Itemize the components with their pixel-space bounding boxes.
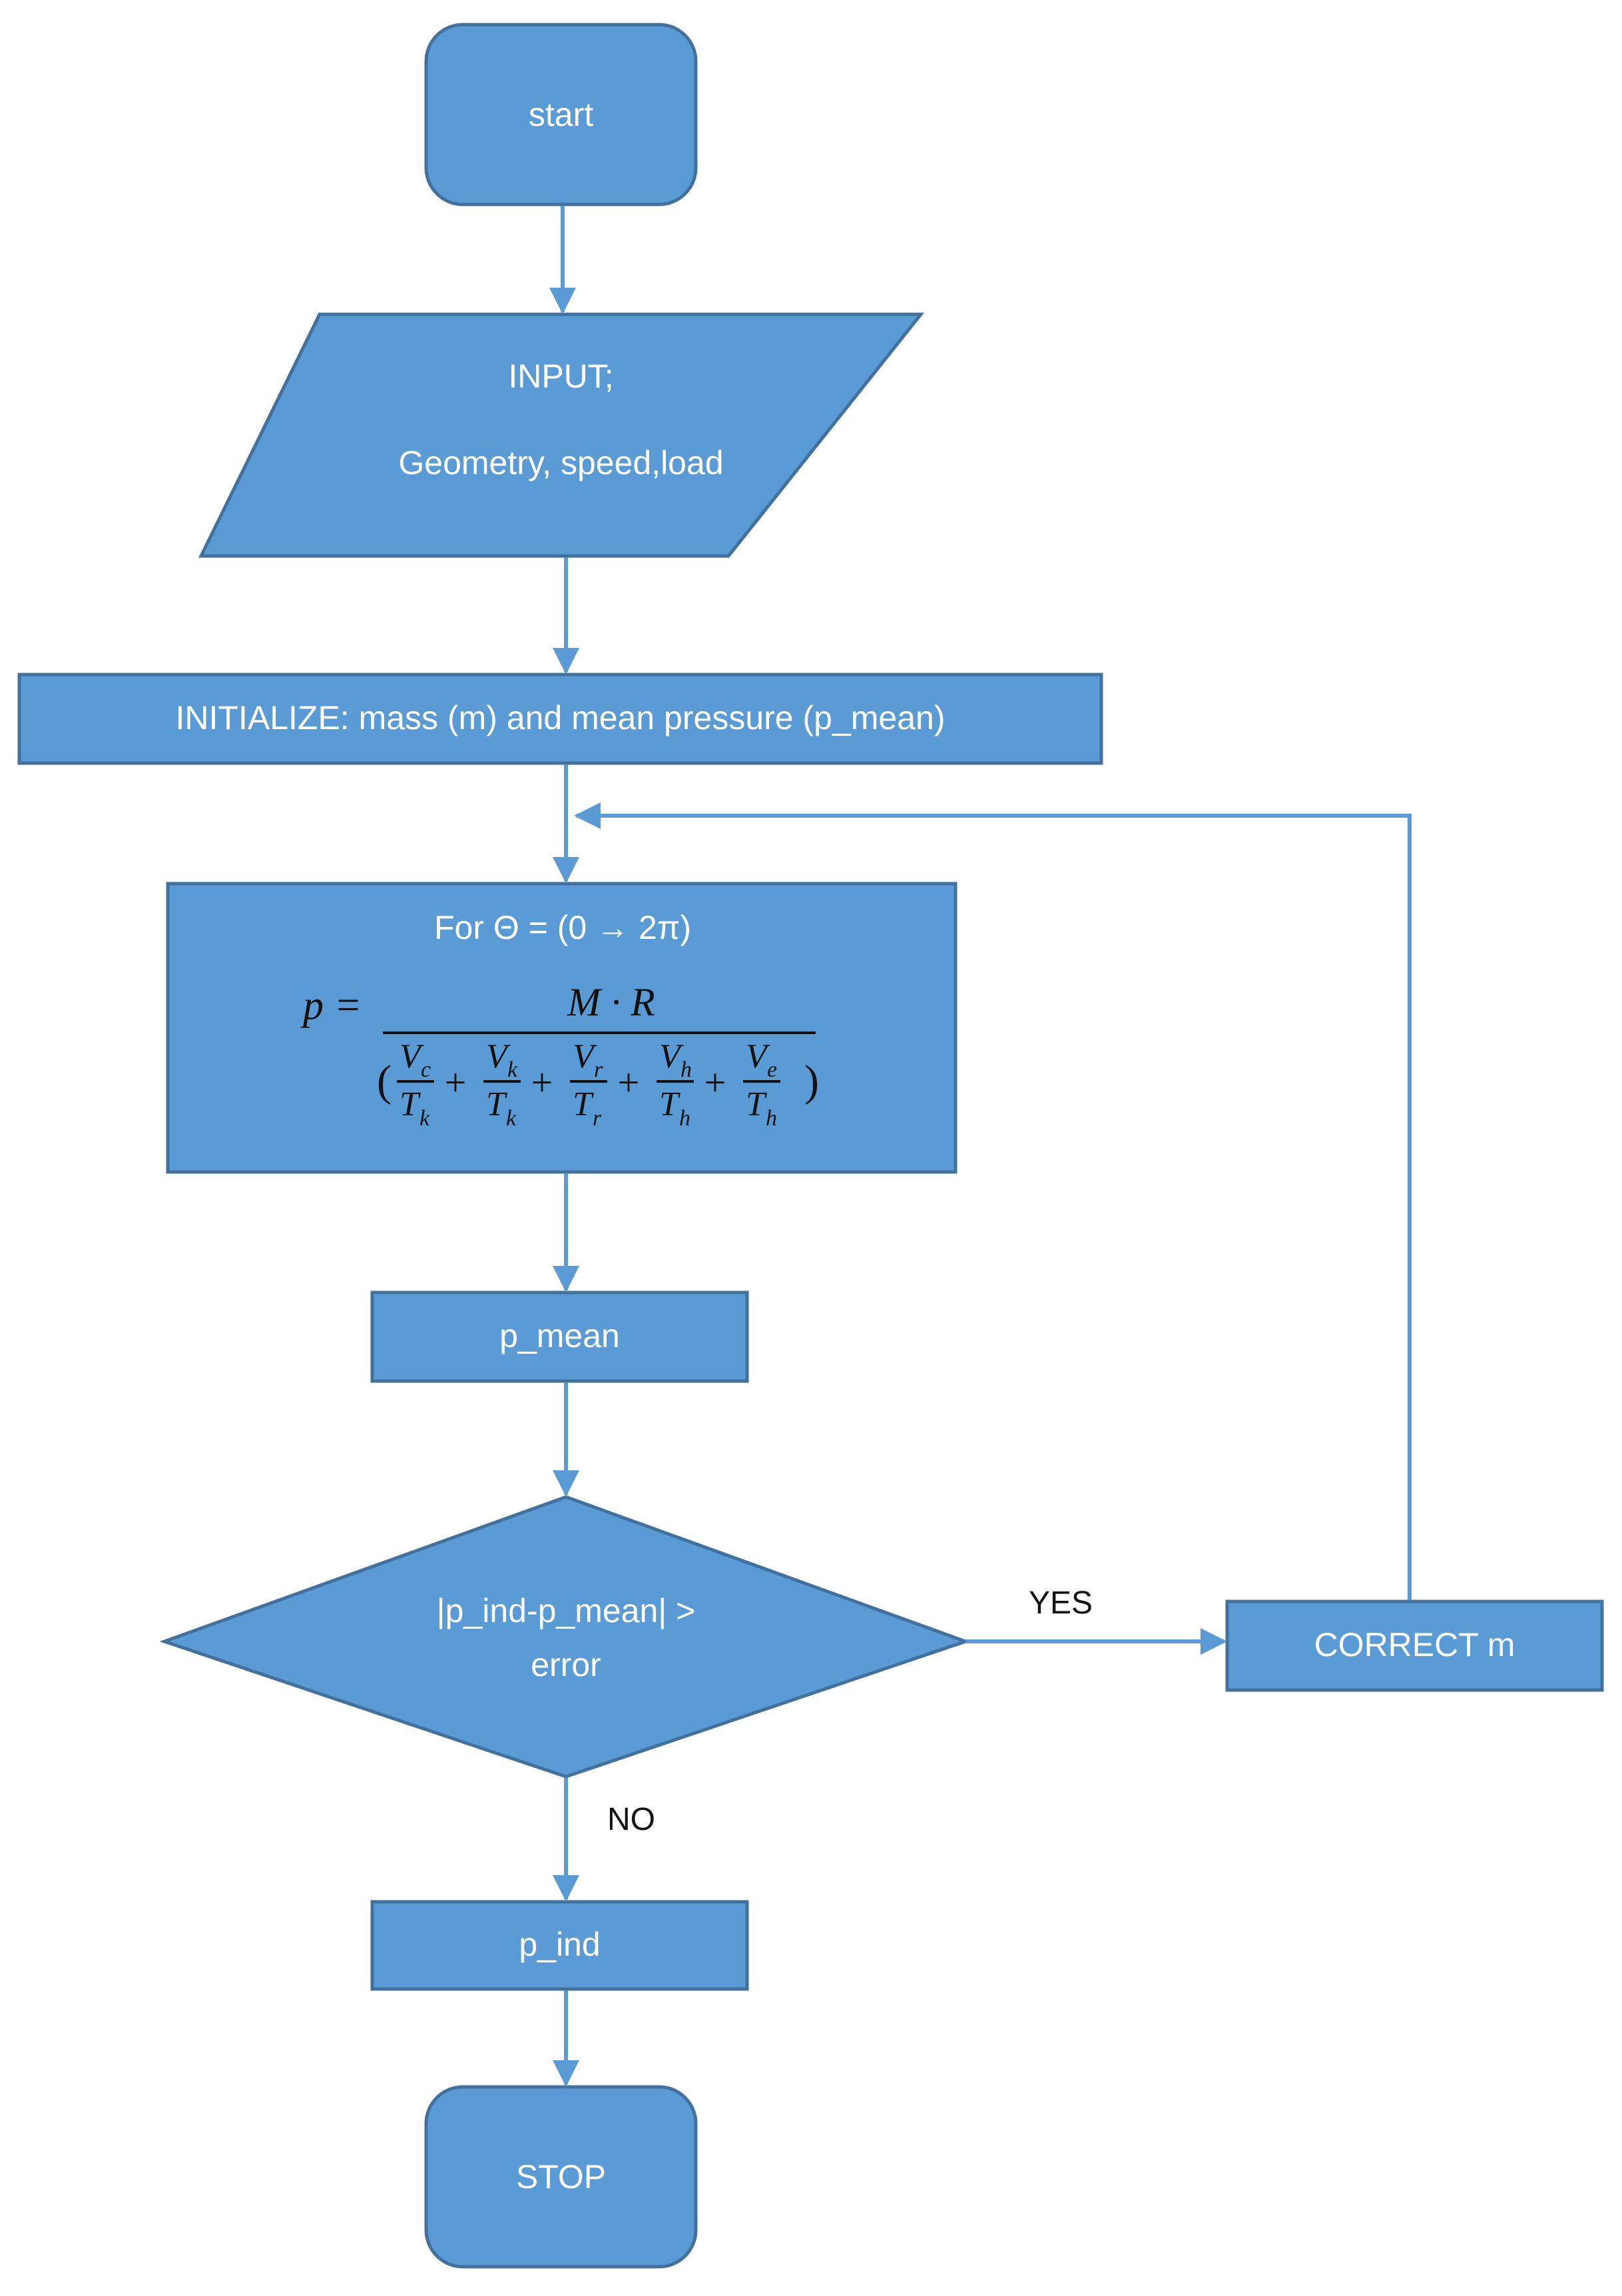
correct-m-label: CORRECT m [1314,1626,1515,1663]
start-terminal [424,23,698,206]
formula-left-paren: ( [377,1057,392,1105]
start-label: start [528,96,594,133]
formula-term-numerator: V [573,1037,597,1075]
formula-term-numerator-subscript: h [680,1057,692,1082]
loop-header-text: For Θ = (0 → 2π) [434,909,691,946]
formula-term-denominator-subscript: h [679,1106,690,1131]
formula-plus-sign: + [704,1061,726,1104]
stop-label: STOP [515,2158,607,2195]
no-branch-label: NO [607,1802,655,1837]
arrow-correct-m-loop-back [574,802,1412,1600]
decision-line2-label: error [531,1646,601,1683]
p-mean-process-box [370,1291,749,1383]
stop-terminal [424,2085,698,2269]
initialize-label: INITIALIZE: mass (m) and mean pressure (… [175,699,946,736]
decision-line1-label: |p_ind-p_mean| > [436,1592,696,1629]
formula-term-numerator-subscript: k [507,1057,518,1082]
formula-term-numerator-subscript: c [421,1057,431,1082]
correct-m-process-box [1225,1599,1604,1692]
formula-plus-sign: + [531,1061,553,1104]
formula-term-denominator: T [486,1085,507,1123]
formula-plus-sign: + [618,1061,640,1104]
formula-lhs: p = [300,983,362,1028]
yes-branch-label: YES [1029,1585,1093,1621]
formula-term-denominator-subscript: r [593,1106,602,1131]
input-title-label: INPUT; [508,358,614,395]
formula-term-numerator: V [659,1037,684,1075]
formula-term-denominator: T [573,1085,594,1123]
formula-term-numerator-subscript: r [594,1057,603,1082]
formula-term-numerator: V [486,1037,511,1075]
formula-plus-sign: + [445,1061,467,1104]
input-body-label: Geometry, speed,load [398,444,724,481]
formula-right-paren: ) [804,1057,819,1105]
formula-term-numerator: V [400,1037,424,1075]
formula-term-denominator-subscript: k [506,1106,517,1131]
formula-term-numerator: V [746,1037,770,1075]
formula-term-denominator: T [746,1085,767,1123]
formula-term-denominator: T [400,1085,421,1123]
formula-term-denominator-subscript: k [419,1106,430,1131]
input-parallelogram [198,312,925,558]
formula-numerator: M · R [567,980,655,1024]
formula-term-denominator: T [659,1085,680,1123]
error-decision-diamond [159,1495,971,1779]
initialize-process-box [17,673,1103,765]
p-mean-label: p_mean [499,1317,620,1354]
loop-process-box [166,882,957,1174]
p-ind-label: p_ind [519,1926,601,1963]
p-ind-process-box [370,1900,749,1991]
formula-term-numerator-subscript: e [767,1057,777,1082]
formula-term-denominator-subscript: h [766,1106,777,1131]
